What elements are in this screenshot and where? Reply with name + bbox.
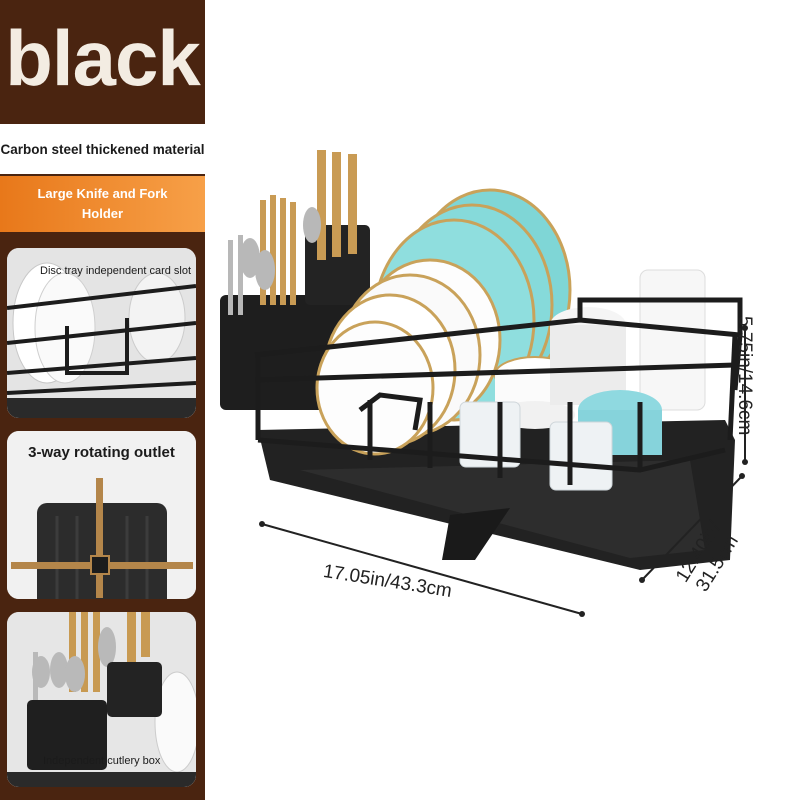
- rotating-outlet-illustration: [7, 431, 196, 599]
- color-title-box: black: [0, 0, 205, 117]
- rotating-outlet-panel: 3-way rotating outlet: [7, 431, 196, 599]
- knife-fork-label: Large Knife and Fork Holder: [37, 186, 168, 221]
- height-dimension: 5.75in/14.6cm: [734, 316, 755, 436]
- cutlery-box-illustration: [7, 612, 196, 787]
- wire-rack-frame: [254, 297, 743, 485]
- white-plates: [315, 258, 502, 456]
- rotating-outlet-label: 3-way rotating outlet: [28, 444, 175, 461]
- material-label: Carbon steel thickened material: [0, 141, 205, 157]
- disc-tray-panel: Disc tray independent card slot: [7, 248, 196, 418]
- material-label-box: Carbon steel thickened material: [0, 124, 205, 174]
- knife-fork-label-box: Large Knife and Fork Holder: [0, 176, 205, 232]
- disc-tray-label: Disc tray independent card slot: [40, 265, 192, 277]
- cutlery-box-label: Independent cutlery box: [43, 755, 161, 767]
- dish-rack-product-image: [220, 150, 743, 570]
- drain-spout: [442, 508, 510, 560]
- cutlery-box-panel: Independent cutlery box: [7, 612, 196, 787]
- disc-tray-illustration: [7, 248, 196, 418]
- color-title: black: [5, 14, 200, 102]
